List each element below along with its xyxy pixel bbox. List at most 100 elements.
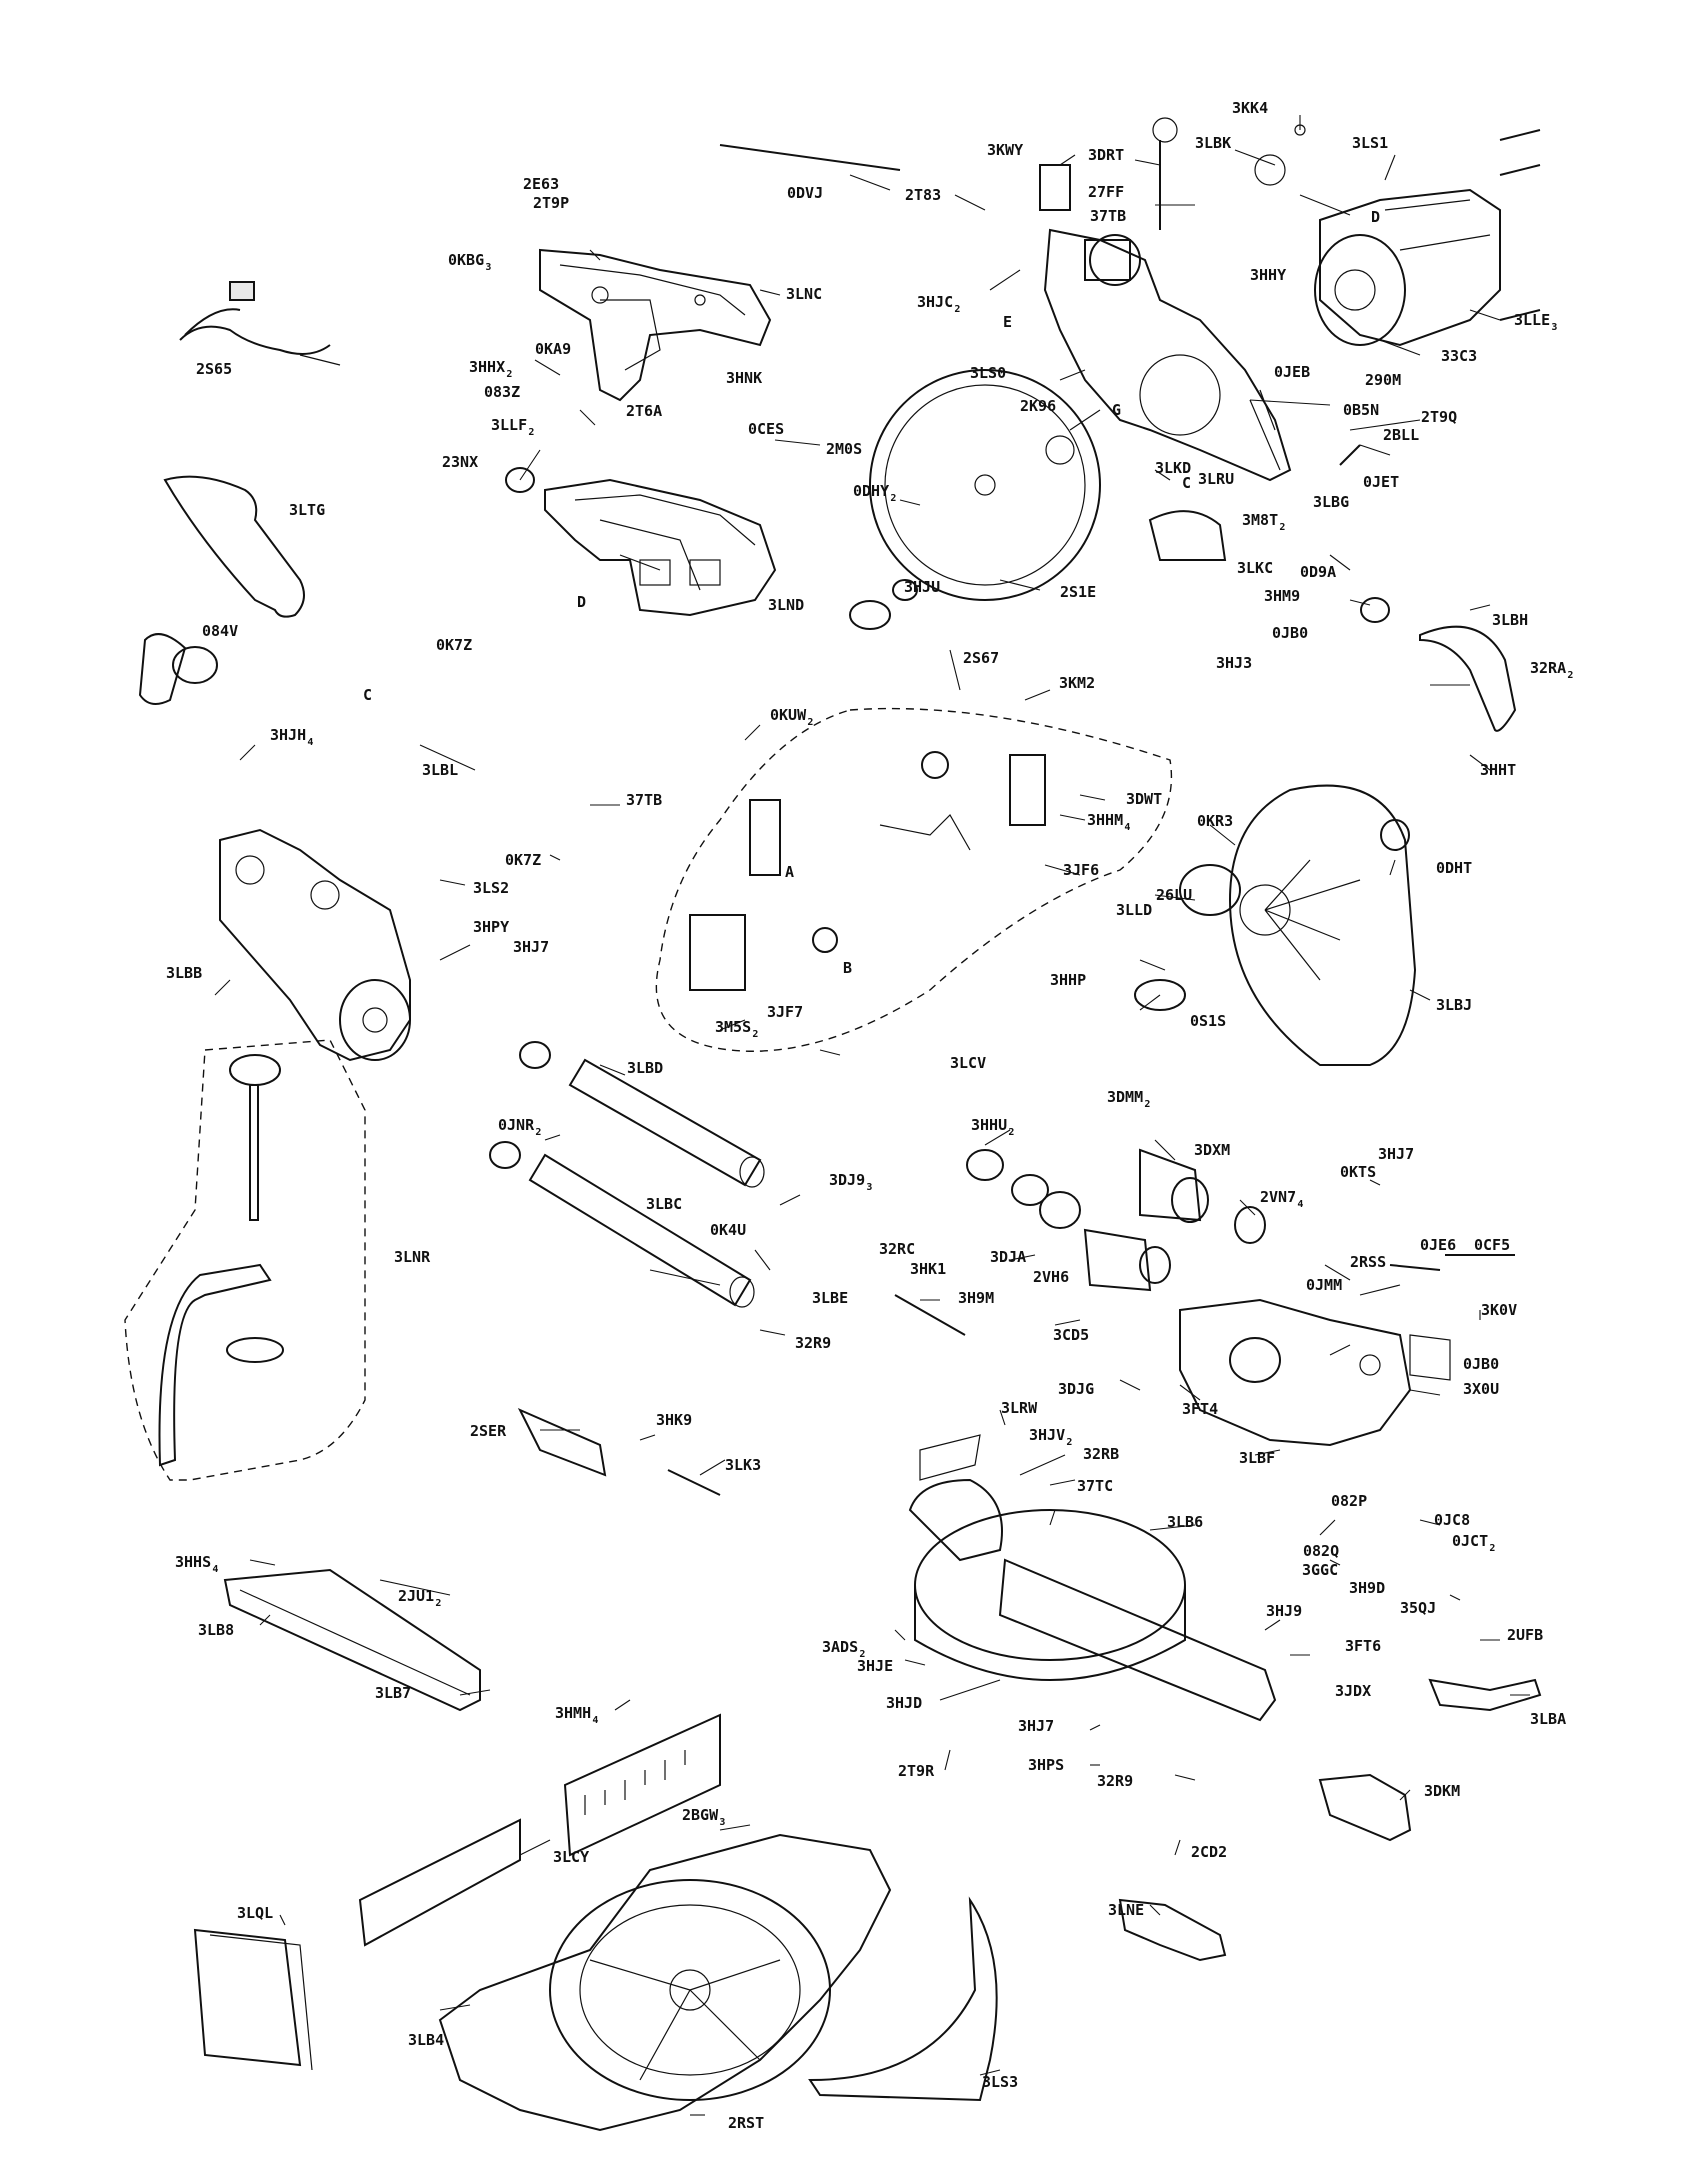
part-label: 3DXM	[1194, 1141, 1230, 1159]
leader-lines	[214, 115, 1530, 2116]
manual-3lql	[193, 1928, 313, 2071]
part-label: G	[1112, 401, 1121, 419]
fence-3lcy	[358, 1713, 721, 1947]
part-label: 3HJV	[1029, 1426, 1065, 1444]
part-label: 37TC	[1077, 1477, 1113, 1495]
part-label-subscript: 3	[866, 1182, 872, 1193]
lever-3lne	[1118, 1898, 1227, 1962]
part-label: 3HM9	[1264, 587, 1300, 605]
part-label: 32R9	[1097, 1772, 1133, 1790]
part-label: 3HPS	[1028, 1756, 1064, 1774]
part-label: 3HK1	[910, 1260, 946, 1278]
part-label: 2BLL	[1383, 426, 1419, 444]
part-label: 3JDX	[1335, 1682, 1371, 1700]
part-label: 0K4U	[710, 1221, 746, 1239]
part-label: 3M5S	[715, 1018, 751, 1036]
part-label: 3LBD	[627, 1059, 663, 1077]
guard-cover-3lbh	[1419, 625, 1517, 732]
part-label: 3LRW	[1001, 1399, 1038, 1417]
part-label: 3LBJ	[1436, 996, 1472, 1014]
part-label: 3LLD	[1116, 901, 1152, 919]
part-label-subscript: 2	[954, 304, 960, 315]
part-label: 3HJ7	[1378, 1145, 1414, 1163]
power-cord-2s65	[179, 281, 341, 366]
part-label: 0JB0	[1272, 624, 1308, 642]
part-label: 0K7Z	[436, 636, 472, 654]
part-label-subscript: 2	[528, 427, 534, 438]
part-label: 3HNK	[726, 369, 762, 387]
part-label: 3LKC	[1237, 559, 1273, 577]
part-label: 0JNR	[498, 1116, 535, 1134]
switch-parts-3jf6-3jf7	[689, 751, 1046, 991]
part-label: 2E63	[523, 175, 559, 193]
part-label-subscript: 2	[1489, 1543, 1495, 1554]
part-label: C	[1182, 474, 1191, 492]
part-label: 3LNC	[786, 285, 822, 303]
orings	[489, 1041, 551, 1169]
handle-lower-3lnd	[544, 478, 777, 617]
part-label: B	[843, 959, 852, 977]
part-label: 0JET	[1363, 473, 1399, 491]
part-label: 2S65	[196, 360, 232, 378]
part-label-subscript: 4	[212, 1564, 218, 1575]
part-label: 3JF7	[767, 1003, 803, 1021]
dust-elbow-084v	[138, 633, 218, 705]
part-label: 0JMM	[1306, 1276, 1342, 1294]
part-label: 3KM2	[1059, 674, 1095, 692]
arm-housing-3lbb	[219, 828, 411, 1062]
lever-3lba	[1428, 1678, 1542, 1712]
part-label: 2RST	[728, 2114, 764, 2132]
part-label: 3LBL	[422, 761, 458, 779]
part-label: 3HHU	[971, 1116, 1007, 1134]
part-label-subscript: 4	[1297, 1199, 1303, 1210]
part-label-subscript: 2	[752, 1029, 758, 1040]
part-label-subscript: 4	[307, 737, 313, 748]
part-label-subscript: 2	[535, 1127, 541, 1138]
part-label: 3LBB	[166, 964, 202, 982]
fasteners	[505, 117, 1541, 1496]
rail-tube-3lbc	[528, 1153, 755, 1308]
part-label-subscript: 2	[1008, 1127, 1014, 1138]
part-label: 3LRU	[1198, 470, 1234, 488]
part-label: 3HJD	[886, 1694, 922, 1712]
part-label: 32RC	[879, 1240, 915, 1258]
part-label: 3LB6	[1167, 1513, 1203, 1531]
part-label: 0D9A	[1300, 563, 1336, 581]
part-label: 3HHY	[1250, 266, 1286, 284]
part-label: 3HJ3	[1216, 654, 1252, 672]
part-label: 3LND	[768, 596, 804, 614]
part-label: 33C3	[1441, 347, 1477, 365]
part-label: 0JC8	[1434, 1511, 1470, 1529]
part-label: 0DHT	[1436, 859, 1472, 877]
saw-blade-2s1e	[869, 369, 1101, 601]
part-label: 0DHY	[853, 482, 889, 500]
upper-guard-3lbg	[1043, 228, 1292, 482]
switch-assembly-boundary-3lcv	[655, 707, 1173, 1052]
part-label: 3LNE	[1108, 1901, 1144, 1919]
fence-3lb7	[223, 1568, 481, 1712]
part-label: 0JE6	[1420, 1236, 1456, 1254]
part-label: 0DVJ	[787, 184, 823, 202]
part-label-subscript: 4	[592, 1715, 598, 1726]
part-label: 3M8T	[1242, 511, 1278, 529]
part-label: 3LKD	[1155, 459, 1191, 477]
part-label: 3HHX	[469, 358, 505, 376]
part-label: 27FF	[1088, 183, 1124, 201]
part-label: 0CF5	[1474, 1236, 1510, 1254]
part-label: 3LS2	[473, 879, 509, 897]
part-label: 0K7Z	[505, 851, 541, 869]
part-label: D	[577, 593, 586, 611]
part-label: 2S67	[963, 649, 999, 667]
part-label: 3LB4	[408, 2031, 444, 2049]
part-label: 3K0V	[1481, 1301, 1517, 1319]
scale-3ls3	[808, 1896, 998, 2102]
part-label: 3LS1	[1352, 134, 1388, 152]
part-label: C	[363, 686, 372, 704]
part-label: 2T6A	[626, 402, 662, 420]
part-label: 3KWY	[987, 141, 1023, 159]
part-label: 084V	[202, 622, 238, 640]
part-label: 3HJ9	[1266, 1602, 1302, 1620]
part-label: 082Q	[1303, 1542, 1339, 1560]
